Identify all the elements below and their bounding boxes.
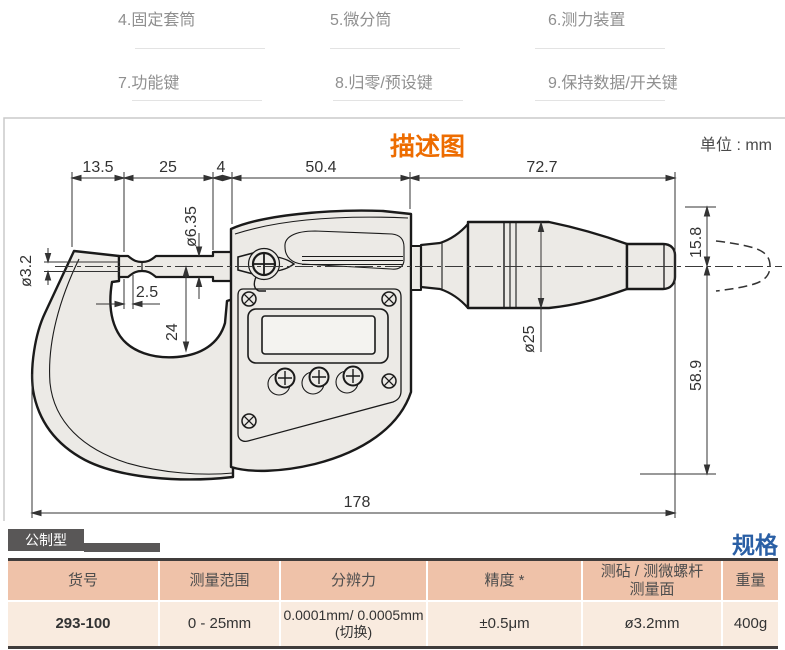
- dim-height: 58.9: [688, 360, 705, 391]
- frame: [30, 249, 235, 481]
- callout-underline: [333, 100, 463, 101]
- callout-zero-preset-key: 8.归零/预设键: [335, 75, 433, 92]
- button-icon: [301, 366, 330, 395]
- thimble-assembly: [410, 220, 771, 310]
- cell-accuracy: ±0.5μm: [428, 602, 583, 646]
- button-icon: [267, 367, 296, 396]
- dim-spindle-dia: ø6.35: [183, 206, 203, 299]
- drawing-unit-label: 单位 : mm: [700, 137, 772, 154]
- callout-underline: [535, 48, 665, 49]
- micrometer-drawing: 13.5 25 4 50.4 72.7 ø6.35: [0, 110, 785, 526]
- cell-resolution: 0.0001mm/ 0.0005mm (切换): [281, 602, 428, 646]
- header-resolution: 分辨力: [281, 561, 428, 602]
- header-measuring-face: 测砧 / 测微螺杆 测量面: [583, 561, 723, 602]
- spec-heading: 规格: [732, 532, 778, 558]
- svg-text:ø3.2: ø3.2: [18, 255, 35, 287]
- callout-underline: [132, 100, 262, 101]
- cell-mass: 400g: [723, 602, 778, 646]
- drawing-title: 描述图: [390, 133, 466, 161]
- callout-hold-onoff-key: 9.保持数据/开关键: [548, 75, 678, 92]
- dim-cap: 15.8: [688, 227, 705, 258]
- dim-body: 50.4: [305, 159, 336, 176]
- dim-thimble-dia: ø25: [521, 220, 545, 353]
- callout-underline: [135, 48, 265, 49]
- dim-anvil-width: 13.5: [82, 159, 113, 176]
- header-mass: 重量: [723, 561, 778, 602]
- drawing-border: [3, 117, 785, 521]
- lcd-display: [247, 308, 389, 364]
- callout-fixed-sleeve: 4.固定套筒: [118, 12, 196, 29]
- header-accuracy: 精度 *: [428, 561, 583, 602]
- spec-table-data-row: 293-100 0 - 25mm 0.0001mm/ 0.0005mm (切换)…: [8, 602, 778, 646]
- callout-ratchet: 6.测力装置: [548, 12, 626, 29]
- cell-part-number: 293-100: [8, 602, 160, 646]
- svg-text:24: 24: [164, 323, 181, 341]
- screw-icon: [381, 291, 397, 307]
- metric-tab-bar: [84, 543, 160, 552]
- svg-text:2.5: 2.5: [136, 284, 158, 301]
- front-panel: [237, 288, 402, 442]
- dim-collar: 4: [217, 159, 226, 176]
- screw-icon: [241, 291, 257, 307]
- header-range: 测量范围: [160, 561, 281, 602]
- dim-top-chain: 13.5 25 4 50.4 72.7: [70, 159, 677, 518]
- dimensions: 13.5 25 4 50.4 72.7 ø6.35: [18, 159, 716, 518]
- dim-face-dia: ø3.2: [18, 248, 120, 287]
- panel-screws: [241, 291, 397, 429]
- buttons: [267, 365, 364, 396]
- spec-table-header-row: 货号 测量范围 分辨力 精度 * 测砧 / 测微螺杆 测量面 重量: [8, 561, 778, 602]
- svg-text:ø6.35: ø6.35: [183, 206, 200, 247]
- callout-thimble: 5.微分筒: [330, 12, 392, 29]
- callout-function-key: 7.功能键: [118, 75, 180, 92]
- screw-icon: [381, 373, 397, 389]
- cell-measuring-face: ø3.2mm: [583, 602, 723, 646]
- micrometer-drawing-svg: 13.5 25 4 50.4 72.7 ø6.35: [3, 117, 785, 521]
- dim-range: 25: [159, 159, 177, 176]
- metric-type-tab: 公制型: [8, 529, 84, 551]
- cell-range: 0 - 25mm: [160, 602, 281, 646]
- dim-sleeve: 72.7: [526, 159, 557, 176]
- header-part-number: 货号: [8, 561, 160, 602]
- screw-icon: [241, 413, 257, 429]
- dim-throat: 24: [164, 265, 190, 353]
- svg-text:ø25: ø25: [521, 325, 538, 353]
- dim-right-heights: 15.8 58.9: [640, 205, 716, 476]
- button-icon: [335, 365, 364, 394]
- lock-lever: [237, 247, 296, 292]
- spec-table: 货号 测量范围 分辨力 精度 * 测砧 / 测微螺杆 测量面 重量 293-10…: [8, 558, 778, 649]
- sleeve-lines: [302, 256, 403, 265]
- callout-underline: [535, 100, 665, 101]
- dim-tip: 2.5: [96, 275, 160, 309]
- callout-underline: [330, 48, 460, 49]
- dim-overall: 178: [30, 374, 677, 518]
- svg-text:178: 178: [344, 494, 371, 511]
